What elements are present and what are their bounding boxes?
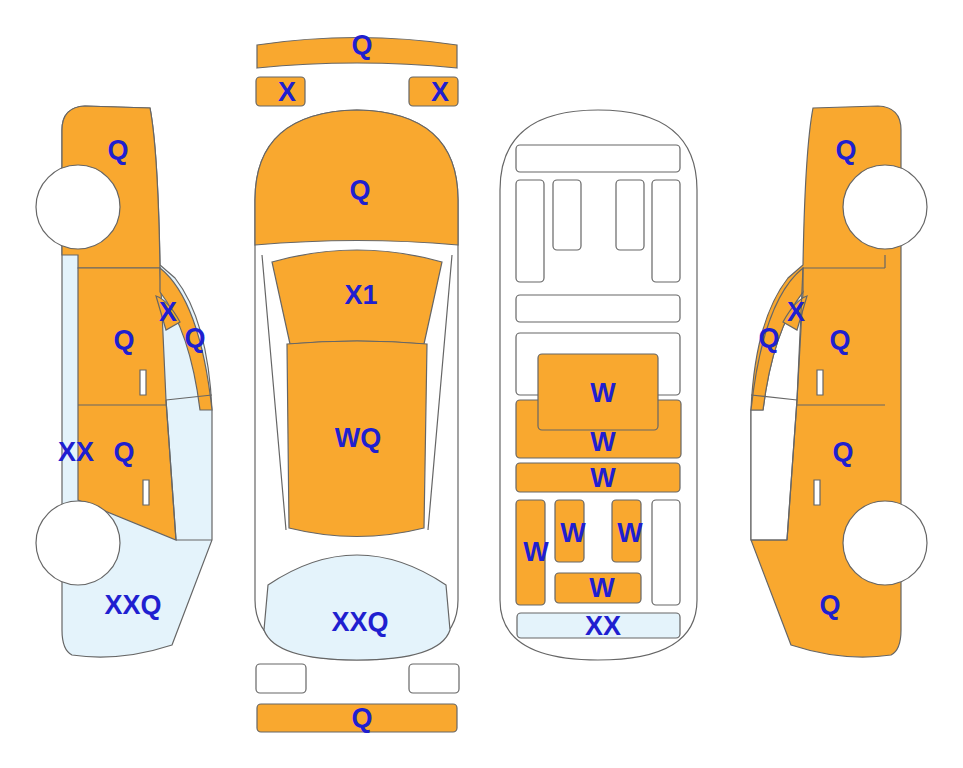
damage-code: X [278, 79, 296, 106]
damage-code: W [590, 465, 615, 492]
damage-code: W [560, 520, 585, 547]
damage-code: XXQ [104, 592, 161, 619]
damage-code: W [590, 429, 615, 456]
damage-code: Q [351, 32, 372, 59]
damage-code: W [617, 520, 642, 547]
damage-code: XX [58, 439, 94, 466]
damage-code: Q [113, 327, 134, 354]
damage-code: W [589, 575, 614, 602]
damage-code: X [159, 299, 177, 326]
damage-code: Q [113, 439, 134, 466]
damage-code: X [431, 79, 449, 106]
damage-code: W [523, 539, 548, 566]
damage-code: Q [832, 439, 853, 466]
damage-code: Q [351, 705, 372, 732]
damage-code: Q [107, 137, 128, 164]
damage-code: XXQ [331, 609, 388, 636]
damage-code: XX [585, 613, 621, 640]
damage-code: W [590, 380, 615, 407]
damage-code: Q [819, 592, 840, 619]
damage-code: X [787, 299, 805, 326]
damage-code: Q [349, 177, 370, 204]
damage-code: X1 [344, 282, 377, 309]
damage-code: Q [758, 325, 779, 352]
damage-code: Q [184, 325, 205, 352]
damage-code: Q [835, 137, 856, 164]
damage-code: Q [829, 327, 850, 354]
damage-code: WQ [335, 425, 382, 452]
